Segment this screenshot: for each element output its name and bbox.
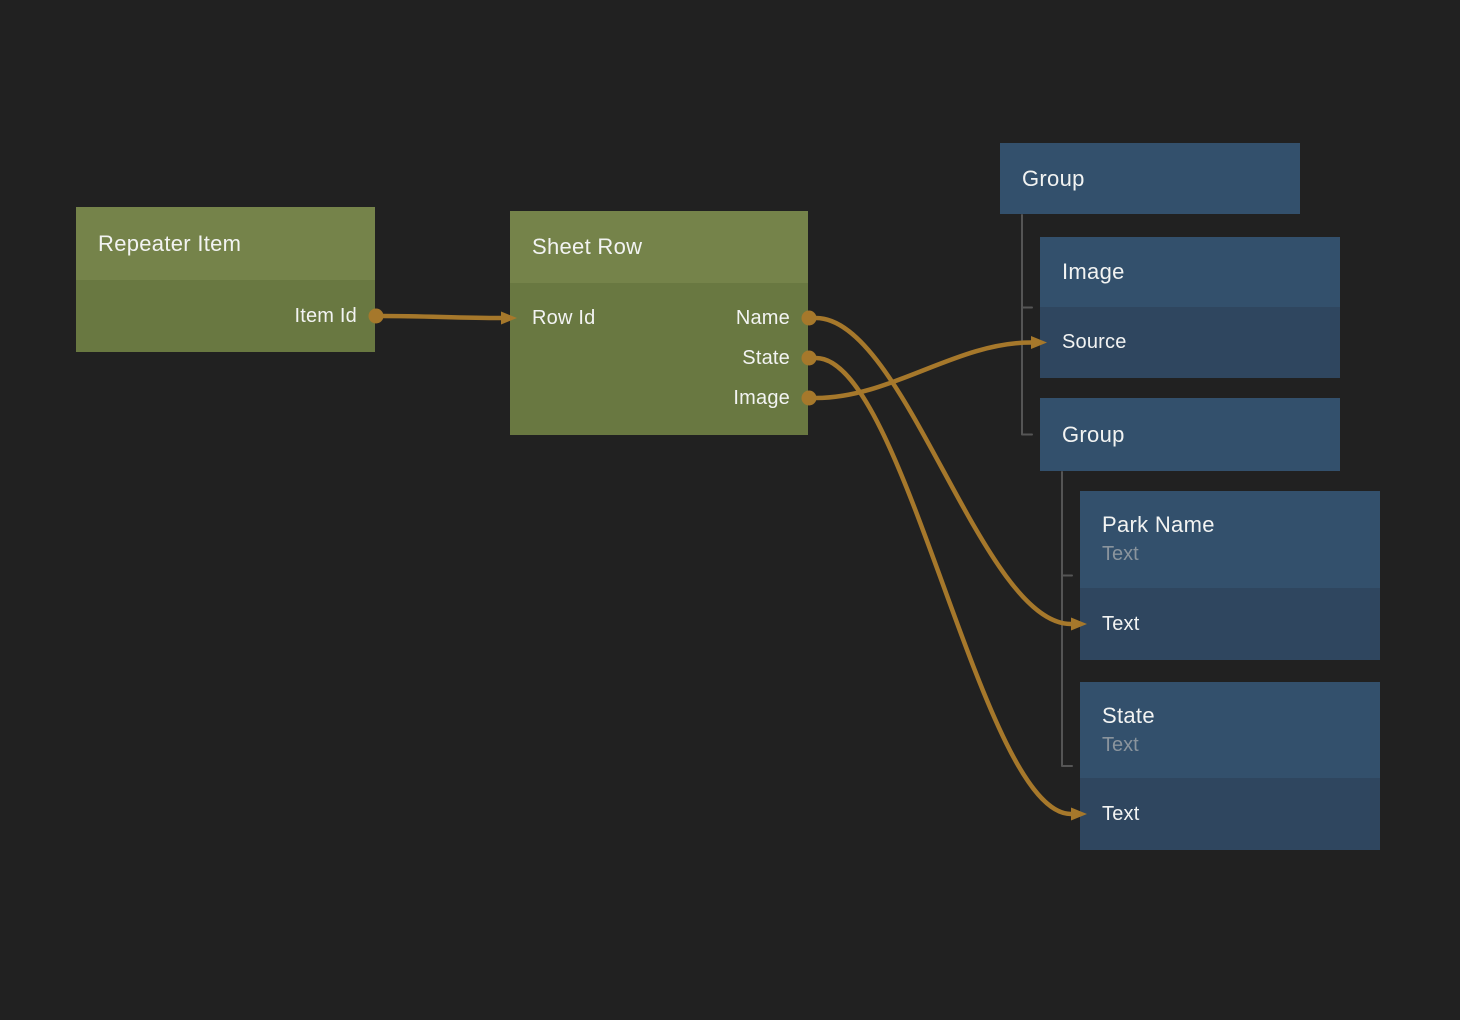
tree-connector bbox=[1021, 214, 1033, 436]
node-title: Repeater Item bbox=[98, 230, 242, 256]
node-header[interactable]: State Text bbox=[1080, 682, 1380, 778]
port-row[interactable]: Text bbox=[1080, 588, 1380, 660]
node-title: State bbox=[1102, 702, 1155, 728]
node-header[interactable]: Group bbox=[1000, 143, 1300, 214]
node-body: Row Id Name State Image bbox=[510, 283, 808, 435]
node-repeater-item[interactable]: Repeater Item Item Id bbox=[76, 207, 375, 352]
node-body: Text bbox=[1080, 588, 1380, 660]
node-body: Source bbox=[1040, 307, 1340, 378]
wire bbox=[815, 340, 1032, 401]
node-group-top[interactable]: Group bbox=[1000, 143, 1300, 214]
node-title: Group bbox=[1022, 165, 1085, 191]
port-row[interactable]: Row Id Name bbox=[510, 298, 808, 338]
output-port-image[interactable]: Image bbox=[733, 386, 790, 409]
node-title: Park Name bbox=[1102, 512, 1215, 537]
node-header[interactable]: Park Name Text bbox=[1080, 491, 1380, 588]
port-row[interactable]: State bbox=[510, 338, 808, 378]
node-type-label: Text bbox=[1102, 733, 1139, 756]
node-sheet-row[interactable]: Sheet Row Row Id Name State Image bbox=[510, 211, 808, 435]
wire bbox=[815, 355, 1072, 817]
node-state[interactable]: State Text Text bbox=[1080, 682, 1380, 850]
output-port-item-id[interactable]: Item Id bbox=[294, 304, 357, 327]
input-port-source[interactable]: Source bbox=[1062, 331, 1127, 353]
node-header[interactable]: Repeater Item bbox=[76, 207, 375, 280]
output-port-state[interactable]: State bbox=[742, 346, 790, 369]
input-port-text[interactable]: Text bbox=[1102, 612, 1140, 635]
node-type-label: Text bbox=[1102, 543, 1139, 565]
output-port-name[interactable]: Name bbox=[735, 306, 790, 329]
input-port-text[interactable]: Text bbox=[1102, 802, 1140, 825]
node-header[interactable]: Sheet Row bbox=[510, 211, 808, 283]
input-port-row-id[interactable]: Row Id bbox=[532, 306, 596, 329]
node-body: Text bbox=[1080, 778, 1380, 850]
node-title: Image bbox=[1062, 259, 1125, 284]
node-body: Item Id bbox=[76, 280, 375, 352]
port-row[interactable]: Source bbox=[1040, 307, 1340, 378]
wire bbox=[382, 313, 502, 321]
node-title: Group bbox=[1062, 421, 1125, 447]
port-row[interactable]: Text bbox=[1080, 778, 1380, 850]
node-group-child[interactable]: Group bbox=[1040, 398, 1340, 471]
node-header[interactable]: Group bbox=[1040, 398, 1340, 471]
node-park-name[interactable]: Park Name Text Text bbox=[1080, 491, 1380, 660]
tree-connector bbox=[1061, 471, 1073, 767]
port-row[interactable]: Image bbox=[510, 378, 808, 418]
wire bbox=[815, 315, 1072, 627]
node-header[interactable]: Image bbox=[1040, 237, 1340, 307]
port-row[interactable]: Item Id bbox=[76, 296, 375, 336]
node-image[interactable]: Image Source bbox=[1040, 237, 1340, 378]
node-title: Sheet Row bbox=[532, 234, 643, 259]
